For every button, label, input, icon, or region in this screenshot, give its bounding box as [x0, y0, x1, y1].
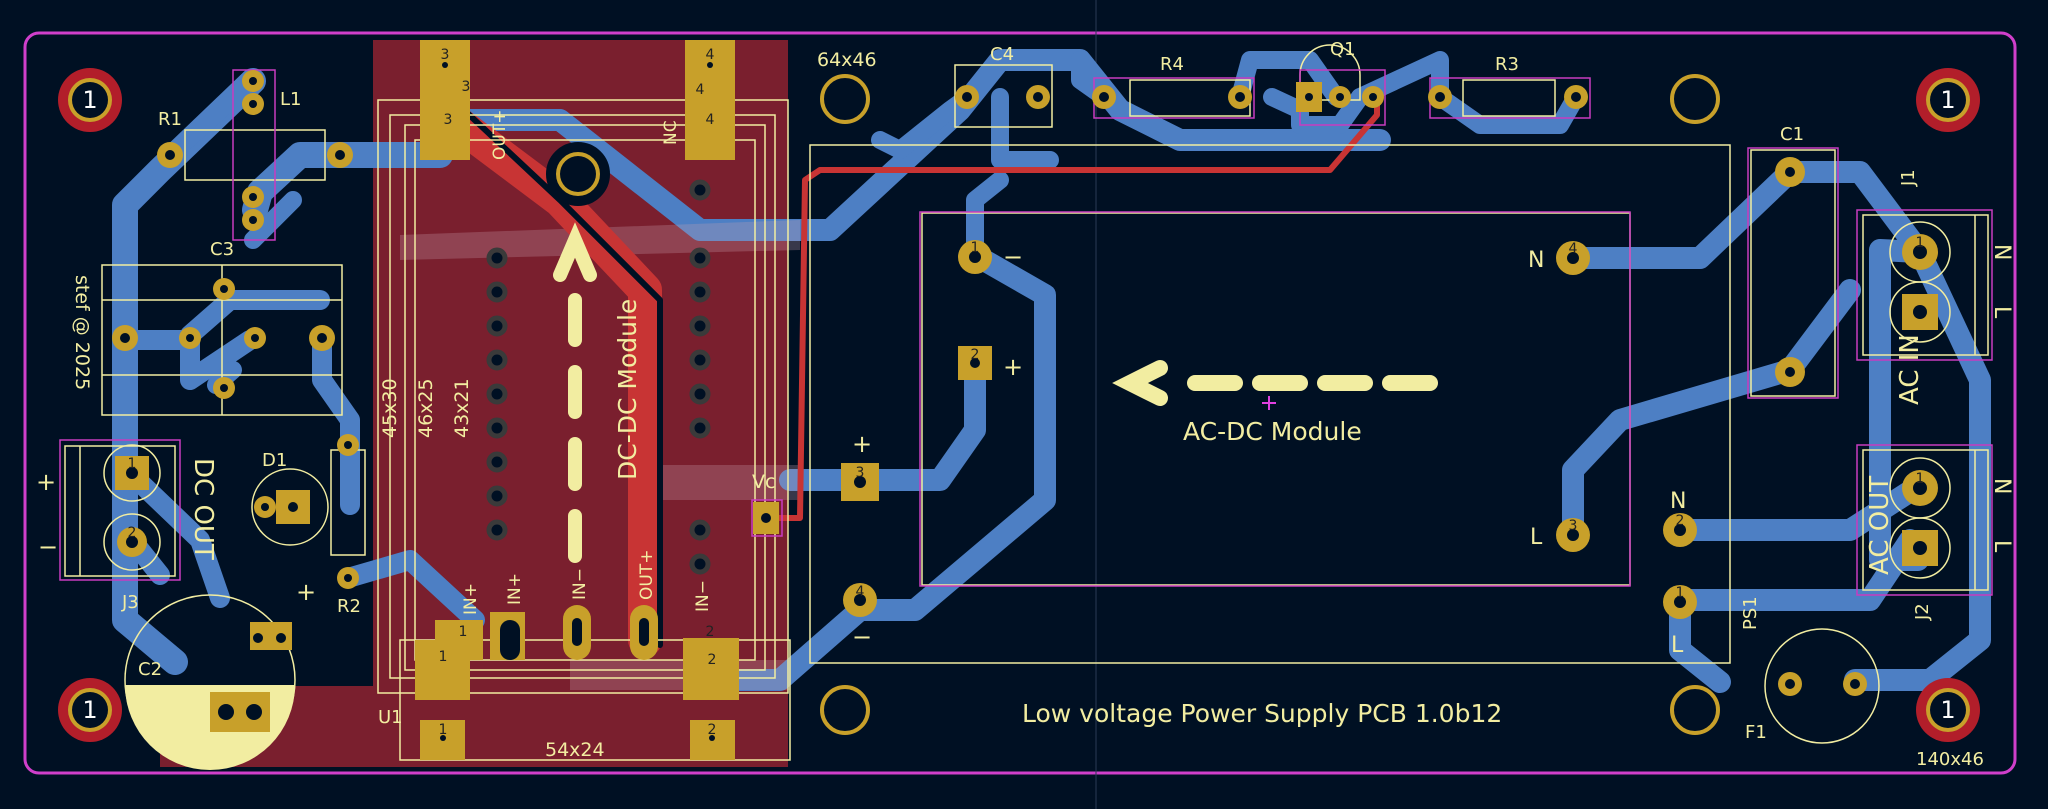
ac-out-label: AC OUT [1865, 476, 1895, 575]
center-marker [1262, 396, 1276, 410]
ref-j2: J2 [1912, 603, 1933, 621]
ref-f1: F1 [1745, 722, 1767, 743]
in-minus-label-1: IN− [570, 568, 590, 600]
pad-number-labels: 3 3 3 4 4 4 1 1 1 2 2 2 1 2 3 4 4 3 2 1 … [128, 47, 1925, 738]
square-pads [115, 40, 1938, 760]
ref-c4: C4 [990, 44, 1014, 65]
dim-43x21: 43x21 [451, 378, 473, 438]
n-label-4: N [1989, 478, 2014, 494]
svg-text:4: 4 [706, 47, 715, 63]
ref-ps1: PS1 [1740, 596, 1761, 630]
slot-pads [500, 605, 658, 660]
svg-text:1: 1 [128, 456, 137, 472]
in-plus-label-1: IN+ [461, 583, 481, 615]
mh-label-2: 1 [1940, 86, 1955, 114]
svg-text:2: 2 [706, 624, 715, 640]
ac-in-label: AC IN [1895, 334, 1925, 405]
acdc-arrow [1112, 360, 1438, 406]
svg-text:1: 1 [971, 240, 980, 256]
dc-out-label: DC OUT [188, 458, 218, 560]
ref-c2: C2 [138, 659, 162, 680]
mh-label-4: 1 [1940, 696, 1955, 724]
c2-silk-fill [125, 685, 295, 770]
mh-label-1: 1 [82, 86, 97, 114]
pad-holes [120, 77, 1927, 689]
svg-text:1: 1 [1916, 471, 1925, 487]
svg-text:4: 4 [696, 82, 705, 98]
dcdc-arrow [553, 222, 597, 563]
minus-label-a: − [38, 533, 58, 561]
l-label-3: L [1989, 306, 2014, 319]
courtyards [59, 69, 1993, 596]
dim-54x24: 54x24 [545, 739, 605, 761]
silk-outlines [64, 44, 1989, 766]
ref-l1: L1 [280, 89, 301, 110]
svg-text:2: 2 [708, 722, 717, 738]
svg-text:2: 2 [128, 525, 137, 541]
svg-text:2: 2 [1676, 513, 1685, 529]
dcdc-module-label: DC-DC Module [613, 299, 642, 480]
vc-label: Vc [752, 471, 775, 493]
svg-text:4: 4 [856, 584, 865, 600]
n-label-3: N [1989, 244, 2014, 260]
ref-d1: D1 [262, 450, 287, 471]
mh-label-3: 1 [82, 696, 97, 724]
minus-label-b: − [1003, 243, 1023, 271]
out-plus-label-b: OUT+ [637, 550, 657, 600]
ref-u1: U1 [378, 707, 403, 728]
minus-label-c: − [852, 623, 872, 651]
standoff-holes [546, 74, 1720, 735]
ref-r4: R4 [1160, 54, 1184, 75]
svg-text:1: 1 [1676, 585, 1685, 601]
plus-label-a: + [36, 468, 56, 496]
n-label-1: N [1528, 248, 1544, 273]
screw-terminals [103, 221, 1951, 579]
svg-text:1: 1 [1916, 235, 1925, 251]
pin-row-holes [486, 179, 711, 575]
svg-text:2: 2 [971, 347, 980, 363]
ref-c1: C1 [1780, 124, 1804, 145]
ref-j1: J1 [1898, 169, 1919, 187]
mounting-holes [58, 68, 1980, 742]
in-plus-label-2: IN+ [505, 573, 525, 605]
ref-r2: R2 [337, 596, 361, 617]
svg-text:3: 3 [462, 79, 471, 95]
svg-text:4: 4 [1569, 241, 1578, 257]
ref-r1: R1 [158, 109, 182, 130]
author: stef @ 2025 [71, 275, 93, 390]
l-label-2: L [1671, 633, 1684, 658]
svg-text:3: 3 [856, 465, 865, 481]
hole-spacing: 64x46 [817, 49, 877, 71]
out-plus-label: OUT+ [490, 110, 510, 160]
board-size: 140x46 [1916, 749, 1984, 770]
ref-r3: R3 [1495, 54, 1519, 75]
plus-label-b: + [1003, 353, 1023, 381]
dim-45x30: 45x30 [379, 378, 401, 438]
svg-text:1: 1 [439, 722, 448, 738]
svg-text:1: 1 [439, 649, 448, 665]
n-label-2: N [1670, 489, 1686, 514]
board-edge [23, 31, 2017, 775]
svg-text:1: 1 [459, 624, 468, 640]
svg-text:3: 3 [444, 112, 453, 128]
plus-label-c: + [852, 430, 872, 458]
ref-j3: J3 [121, 592, 139, 613]
svg-text:3: 3 [441, 47, 450, 63]
acdc-module-label: AC-DC Module [1183, 417, 1362, 446]
plus-label-d: + [296, 578, 316, 606]
in-minus-label-2: IN− [693, 580, 713, 612]
dim-46x25: 46x25 [415, 378, 437, 438]
board-title: Low voltage Power Supply PCB 1.0b12 [1022, 699, 1502, 728]
svg-text:3: 3 [1569, 518, 1578, 534]
svg-text:2: 2 [708, 652, 717, 668]
ref-c3: C3 [210, 239, 234, 260]
l-label-1: L [1530, 525, 1543, 550]
svg-text:4: 4 [706, 112, 715, 128]
ref-q1: Q1 [1330, 39, 1356, 60]
nc-label: NC [661, 120, 681, 145]
l-label-4: L [1989, 540, 2014, 553]
